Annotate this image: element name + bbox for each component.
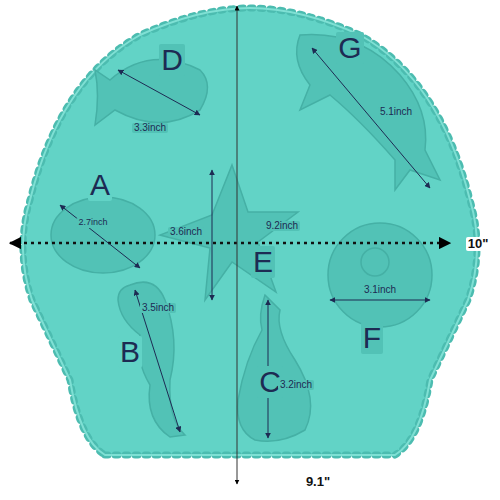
shell-dimension: [60, 205, 140, 268]
callout-letter: D: [159, 44, 185, 76]
callout-letter: G: [336, 32, 363, 64]
callout-letter: F: [361, 322, 383, 354]
ball-dimension: [330, 300, 430, 301]
dimension-label: 5.1inch: [378, 107, 414, 118]
fish-dimension: [118, 70, 200, 115]
dimension-label: 3.6inch: [168, 227, 204, 238]
mold-body: [23, 8, 477, 455]
dimension-label: 9.1": [304, 475, 332, 489]
shell-cavity: [51, 197, 155, 273]
dimension-label: 3.2inch: [278, 380, 314, 391]
ball-cavity: [328, 223, 432, 327]
callout-letter: A: [88, 169, 112, 201]
callout-letter: B: [118, 336, 142, 368]
width-dimension: [10, 242, 450, 245]
height-dimension: [237, 6, 238, 484]
dimension-label: 9.2inch: [264, 221, 300, 232]
dolphin-cavity: [297, 35, 440, 191]
dolphin-dimension: [312, 48, 430, 188]
dimension-label: 2.7inch: [76, 218, 109, 227]
dimension-label: 10": [466, 237, 491, 251]
dimension-label: 3.3inch: [132, 123, 168, 134]
callout-letter: E: [251, 246, 275, 278]
dimension-label: 3.5inch: [140, 303, 176, 314]
mold-rim: [23, 8, 477, 455]
dimension-label: 3.1inch: [362, 285, 398, 296]
seahorse-cavity: [118, 282, 185, 437]
fish-cavity: [95, 60, 208, 125]
starfish-cavity: [160, 165, 298, 300]
starfish-dimension: [212, 170, 213, 300]
tail-cavity: [238, 295, 311, 441]
